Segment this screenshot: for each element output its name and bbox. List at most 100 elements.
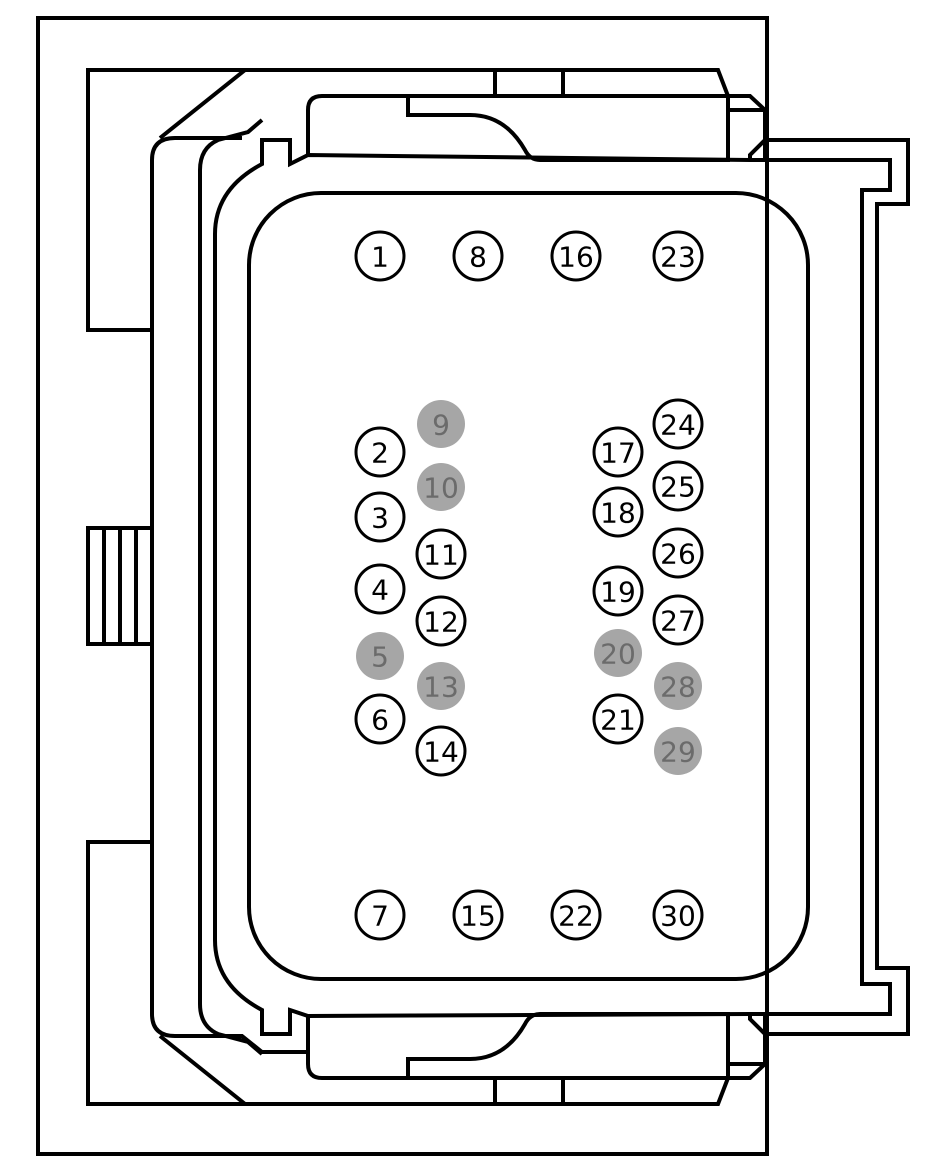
pin-13: 13 [417,662,465,710]
pin-circle [354,563,406,615]
pin-27: 27 [652,594,704,646]
pin-label: 30 [660,900,696,933]
pin-cavity [247,191,810,981]
bottom-rail [245,1077,730,1106]
connector-housing [36,16,910,1156]
top-locking-tab [306,94,730,162]
top-right-wedge [728,94,767,160]
pin-label: 5 [371,641,389,674]
pin-5: 5 [356,632,404,680]
pin-circle [550,230,602,282]
pin-circle [652,527,704,579]
pin-circle [592,426,644,478]
bottom-right-wedge [728,1014,767,1080]
pin-label: 9 [432,409,450,442]
pin-label: 7 [371,900,389,933]
top-rail [245,68,730,97]
unused-pin-circle [417,463,465,511]
pin-label: 22 [558,900,594,933]
pin-7: 7 [354,889,406,941]
unused-pin-circle [356,632,404,680]
bottom-left-bracket [86,840,251,1106]
unused-pin-circle [417,662,465,710]
pin-circle [550,889,602,941]
pin-label: 26 [660,538,696,571]
pin-circle [652,230,704,282]
pin-1: 1 [354,230,406,282]
pin-circle [415,725,467,777]
bottom-locking-tab [306,1012,730,1080]
pin-circle [452,889,504,941]
pin-label: 4 [371,574,389,607]
pin-label: 21 [600,704,636,737]
pin-label: 27 [660,605,696,638]
pin-circle [354,693,406,745]
pin-label: 3 [371,502,389,535]
pin-circle [354,889,406,941]
cavity-collar [213,138,892,1036]
pin-circle [652,889,704,941]
pin-17: 17 [592,426,644,478]
body-shell-outer [150,136,308,1054]
pin-22: 22 [550,889,602,941]
pin-label: 13 [423,671,459,704]
pin-circle [354,491,406,543]
pin-29: 29 [654,727,702,775]
pin-label: 6 [371,704,389,737]
pin-4: 4 [354,563,406,615]
pin-26: 26 [652,527,704,579]
pin-15: 15 [452,889,504,941]
pin-label: 12 [423,606,459,639]
right-side-plate [765,138,910,1036]
pin-label: 23 [660,241,696,274]
pin-circle [652,460,704,512]
pin-circle [652,594,704,646]
top-left-bracket [86,68,251,332]
pin-circle [354,230,406,282]
pin-circle [652,398,704,450]
pin-30: 30 [652,889,704,941]
pin-label: 11 [423,539,459,572]
pin-circle [592,486,644,538]
pin-3: 3 [354,491,406,543]
pin-label: 15 [460,900,496,933]
unused-pin-circle [654,662,702,710]
pin-label: 16 [558,241,594,274]
outer-frame [36,16,769,1156]
pin-label: 14 [423,736,459,769]
pin-12: 12 [415,595,467,647]
pin-20: 20 [594,629,642,677]
pin-23: 23 [652,230,704,282]
pin-11: 11 [415,528,467,580]
pin-8: 8 [452,230,504,282]
unused-pin-circle [417,400,465,448]
pin-14: 14 [415,725,467,777]
pin-label: 10 [423,472,459,505]
pin-label: 18 [600,497,636,530]
pin-18: 18 [592,486,644,538]
unused-pin-circle [654,727,702,775]
pin-10: 10 [417,463,465,511]
pin-24: 24 [652,398,704,450]
pin-circle [415,595,467,647]
pin-label: 8 [469,241,487,274]
pin-2: 2 [354,426,406,478]
body-shell-inner [198,118,264,1056]
pin-28: 28 [654,662,702,710]
pin-circle [452,230,504,282]
pin-25: 25 [652,460,704,512]
pin-label: 19 [600,576,636,609]
pin-circle [354,426,406,478]
pin-label: 1 [371,241,389,274]
pin-label: 24 [660,409,696,442]
pin-circle [415,528,467,580]
pin-circle [592,565,644,617]
pin-label: 2 [371,437,389,470]
pin-label: 25 [660,471,696,504]
pin-label: 20 [600,638,636,671]
pin-21: 21 [592,693,644,745]
pin-circle [592,693,644,745]
pin-label: 29 [660,736,696,769]
